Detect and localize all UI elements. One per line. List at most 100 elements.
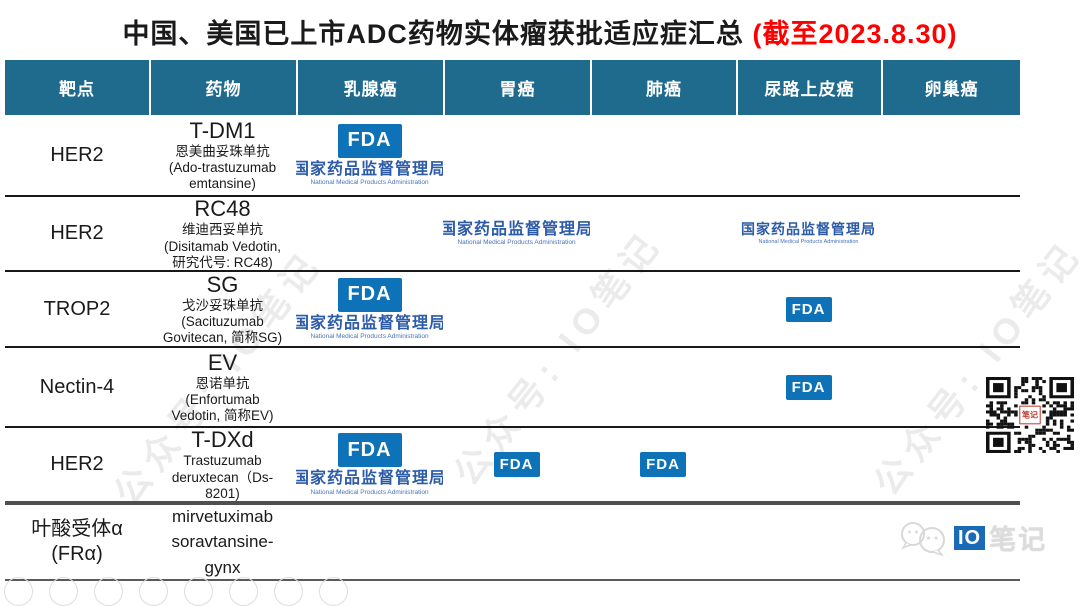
approval-cell [590, 348, 736, 426]
nmpa-logo-chinese: 国家药品监督管理局 [296, 314, 443, 332]
approval-cell [736, 428, 881, 501]
stamp-circle [94, 577, 123, 606]
column-header: 药物 [149, 60, 296, 115]
nmpa-logo-chinese: 国家药品监督管理局 [296, 160, 443, 178]
nmpa-logo-english: National Medical Products Administration [310, 179, 429, 187]
page-title-date: (截至2023.8.30) [752, 19, 958, 49]
approval-cell: FDA [443, 428, 590, 501]
svg-text:笔记: 笔记 [1022, 410, 1038, 420]
brand-biji-text: 笔记 [989, 525, 1048, 555]
fda-logo: FDA [337, 123, 402, 158]
stamp-circle [274, 577, 303, 606]
drug-name: SG [206, 272, 239, 297]
column-header: 胃癌 [443, 60, 590, 115]
target-cell: Nectin-4 [39, 375, 115, 398]
brand-watermark: IO 笔记 [898, 518, 1047, 557]
approval-cell: FDA [736, 272, 881, 346]
approval-cell [736, 505, 881, 579]
stamp-circle [4, 577, 33, 606]
approval-cell [590, 197, 736, 270]
fda-logo: FDA [785, 374, 832, 400]
target-cell: HER2 [50, 222, 104, 244]
page-title: 中国、美国已上市ADC药物实体瘤获批适应症汇总 (截至2023.8.30) [0, 12, 1080, 51]
stamp-circle [319, 577, 348, 606]
approval-cell [881, 272, 1020, 346]
stamp-circle [139, 577, 168, 606]
approval-cell [443, 348, 590, 426]
fda-logo: FDA [785, 296, 832, 322]
fda-logo: FDA [640, 452, 686, 477]
fda-logo: FDA [337, 433, 402, 468]
target-cell: TROP2 [43, 297, 111, 320]
fda-logo: FDA [337, 277, 402, 312]
nmpa-logo-english: National Medical Products Administration [457, 239, 576, 247]
nmpa-logo-chinese: 国家药品监督管理局 [741, 221, 876, 238]
drug-name: EV [207, 349, 238, 375]
nmpa-logo-english: National Medical Products Administration [310, 488, 429, 496]
nmpa-logo-english: National Medical Products Administration [758, 238, 859, 245]
approval-cell [296, 197, 443, 270]
page-title-main: 中国、美国已上市ADC药物实体瘤获批适应症汇总 [122, 19, 744, 49]
column-header: 肺癌 [590, 60, 736, 115]
approval-cell [736, 115, 881, 195]
fda-logo: FDA [493, 452, 540, 477]
drug-subtitle: 维迪西妥单抗(Disitamab Vedotin,研究代号: RC48) [163, 222, 282, 270]
column-header: 乳腺癌 [296, 60, 443, 115]
approval-cell: FDA [736, 348, 881, 426]
column-header: 靶点 [59, 80, 95, 99]
column-header: 尿路上皮癌 [736, 60, 881, 115]
drug-name: RC48 [194, 197, 251, 222]
approval-cell [443, 115, 590, 195]
qr-code: 笔记 [986, 377, 1074, 453]
approval-cell: FDA [590, 428, 736, 501]
approval-cell [590, 272, 736, 346]
approval-cell [881, 115, 1020, 195]
brand-io-badge: IO [954, 525, 986, 550]
target-cell: HER2 [50, 143, 104, 166]
approval-cell [590, 505, 736, 579]
table-header: 靶点 药物乳腺癌胃癌肺癌尿路上皮癌卵巢癌 [5, 60, 1020, 115]
drug-name: T-DXd [191, 428, 254, 453]
drug-name: T-DM1 [189, 117, 256, 143]
target-cell: HER2 [50, 453, 104, 475]
approval-cell [881, 197, 1020, 270]
stamp-circle [184, 577, 213, 606]
nmpa-logo-english: National Medical Products Administration [310, 333, 429, 341]
approval-cell [590, 115, 736, 195]
approval-cell [443, 505, 590, 579]
bottom-watermark-stamps [4, 577, 348, 606]
approval-cell [296, 505, 443, 579]
stamp-circle [49, 577, 78, 606]
approval-cell [296, 348, 443, 426]
column-header: 卵巢癌 [881, 60, 1020, 115]
approval-cell [443, 272, 590, 346]
target-cell: 叶酸受体α(FRα) [31, 518, 123, 565]
nmpa-logo-chinese: 国家药品监督管理局 [296, 470, 443, 488]
